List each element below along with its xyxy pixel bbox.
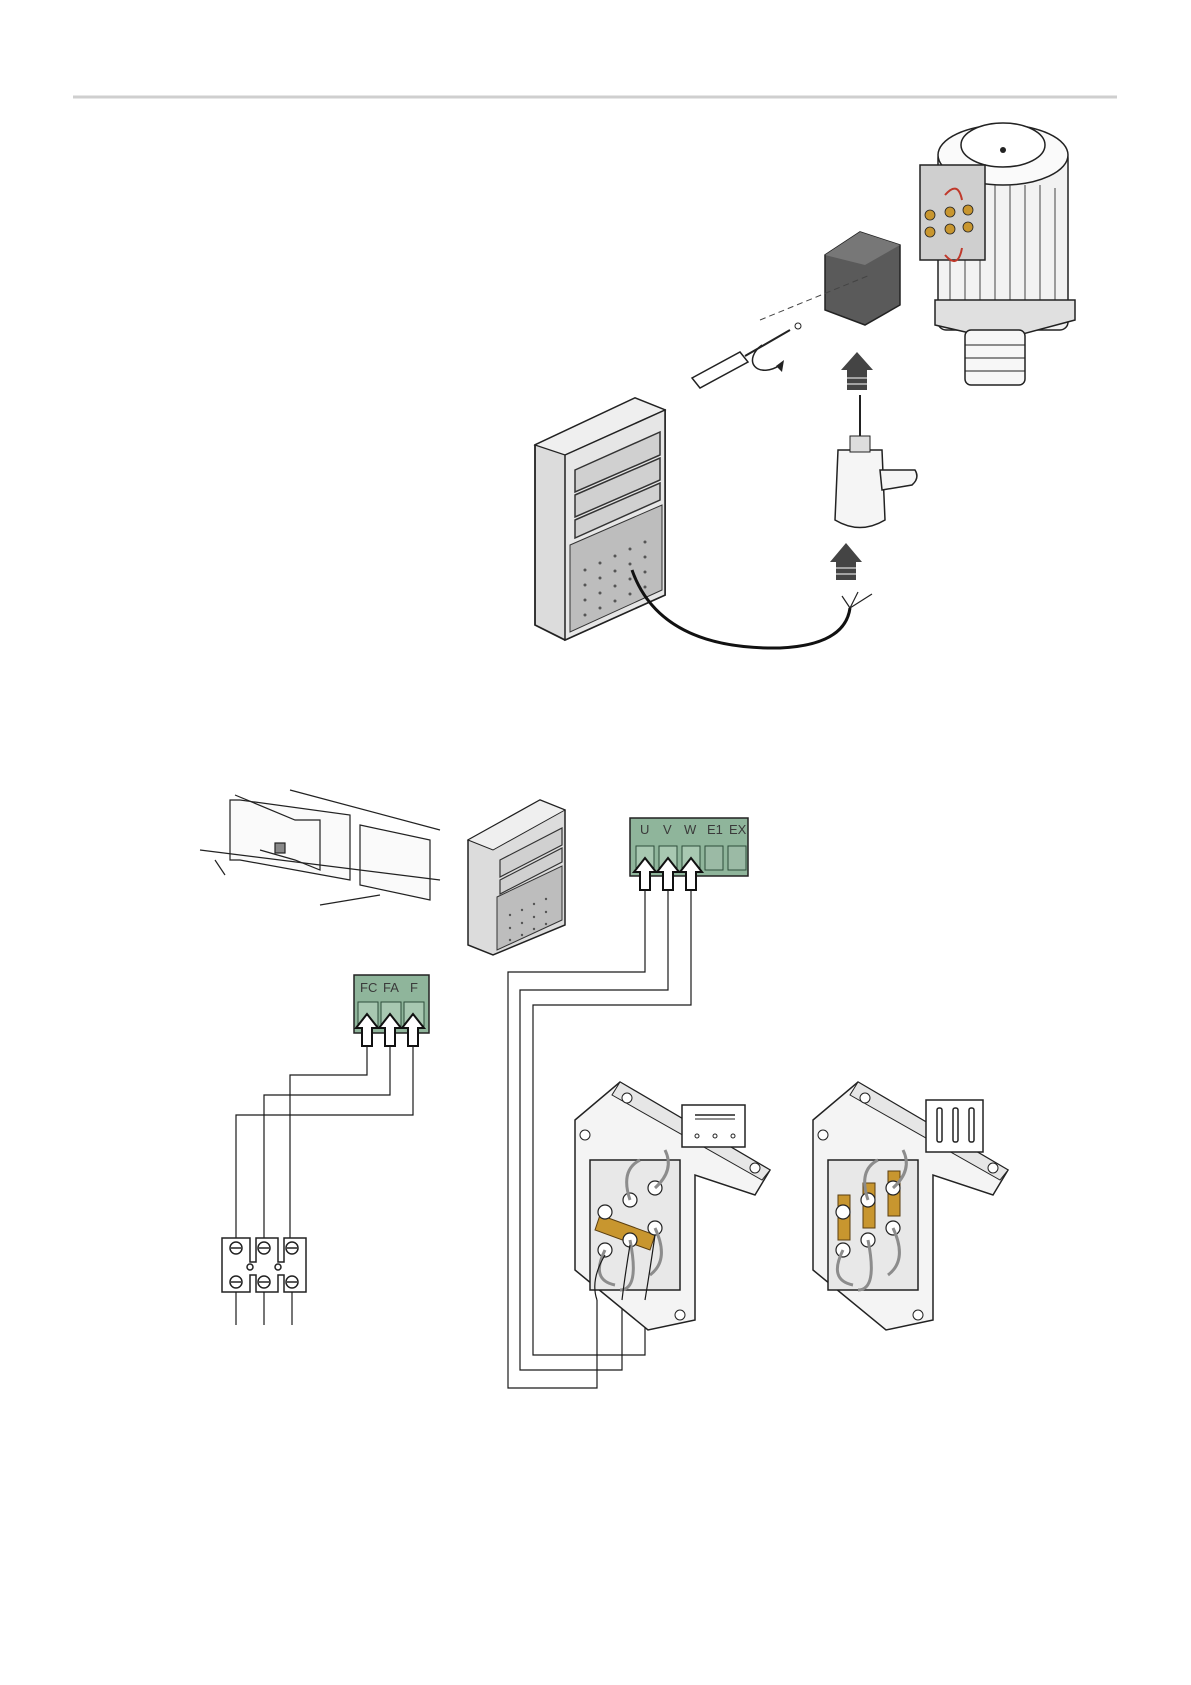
control-box-icon — [535, 398, 665, 640]
electric-motor-icon — [920, 123, 1075, 385]
gate-icon — [200, 790, 440, 905]
limit-switch-wires — [236, 1046, 413, 1240]
terminal-label-FA: FA — [383, 980, 399, 995]
terminal-label-EX: EX — [729, 822, 747, 837]
control-box-icon — [468, 800, 565, 955]
arrow-up-icon — [841, 352, 873, 390]
wiring-plate-delta-icon — [813, 1082, 1008, 1330]
terminal-label-U: U — [640, 822, 649, 837]
terminal-label-W: W — [684, 822, 697, 837]
arrow-up-icon — [830, 543, 862, 580]
terminal-label-FC: FC — [360, 980, 377, 995]
terminal-label-E1: E1 — [707, 822, 723, 837]
screwdriver-icon — [692, 323, 801, 388]
wiring-plate-star-icon — [575, 1082, 770, 1330]
terminal-label-V: V — [663, 822, 672, 837]
terminal-label-F: F — [410, 980, 418, 995]
terminal-strip-icon — [222, 1238, 306, 1325]
wire-ends — [842, 592, 872, 608]
cable-gland-icon — [760, 232, 900, 325]
drill-icon — [835, 395, 917, 528]
